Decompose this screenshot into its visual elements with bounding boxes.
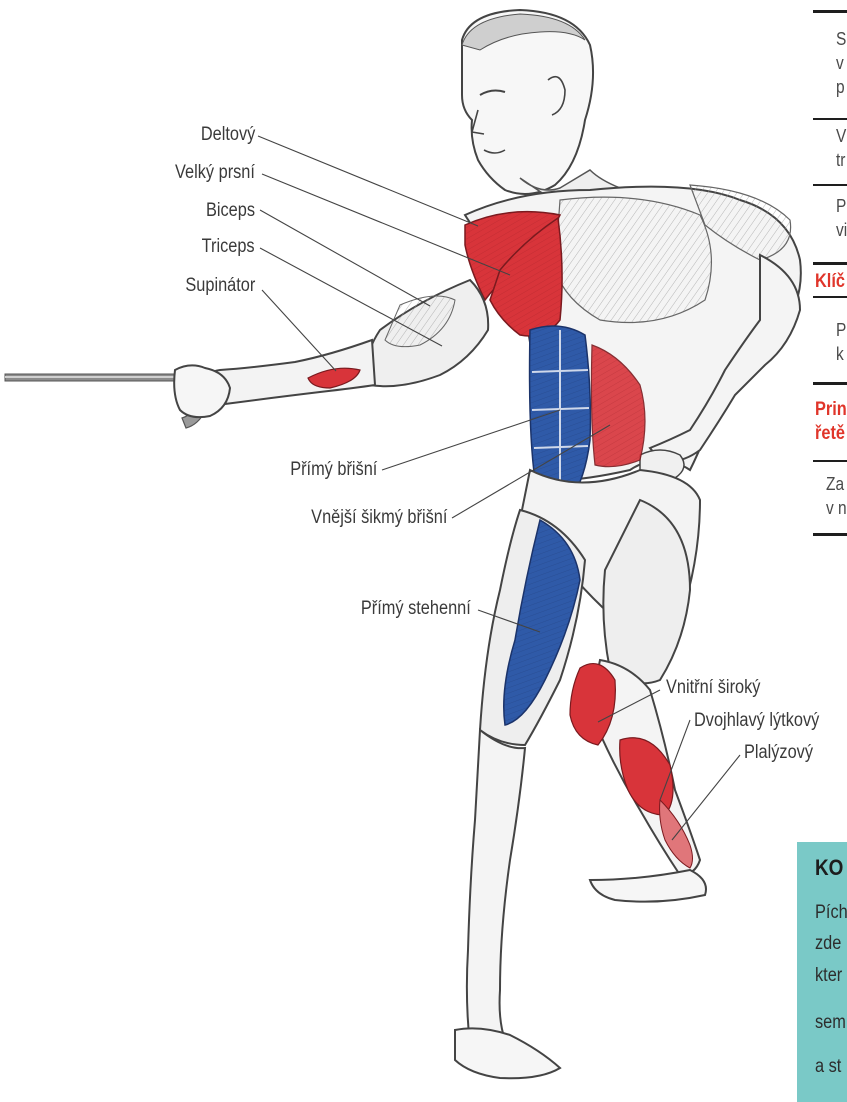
column-rule [813,184,847,186]
side-text-block-4: P k [836,318,846,366]
label-velky-prsni: Velký prsní [175,162,255,184]
column-rule [813,533,847,536]
column-rule [813,460,847,462]
column-rule [813,382,847,385]
tip-box-line: kter [815,965,842,987]
label-supinator: Supinátor [185,275,255,297]
tip-box-line: sem [815,1012,846,1034]
label-dvojhlavy-lytkovy: Dvojhlavý lýtkový [694,710,819,732]
column-rule [813,262,847,265]
head [462,10,593,194]
arm-left [174,280,488,417]
tip-box-line: zde [815,933,841,955]
side-text-block-1: S v p [836,27,846,99]
label-triceps: Triceps [202,236,255,258]
tip-box-title: KO [815,855,843,881]
label-biceps: Biceps [206,200,255,222]
column-rule [813,10,847,13]
label-vnitrni-siroky: Vnitřní široký [666,677,760,699]
leg-left [455,510,585,1078]
label-primy-stehenni: Přímý stehenní [361,598,471,620]
side-heading-klic: Klíč [815,270,845,294]
side-text-block-2: V tr [836,124,846,172]
column-rule [813,296,847,298]
tip-box-line: a st [815,1056,841,1078]
tip-box-line: Pích [815,902,847,924]
label-platyzovy: Plalýzový [744,742,813,764]
column-rule [813,118,847,120]
side-heading-princip: Prin řetě [815,398,847,446]
label-primy-brisni: Přímý břišní [290,459,377,481]
label-deltovy: Deltový [201,124,255,146]
label-vnejsi-sikmy-brisni: Vnější šikmý břišní [311,507,447,529]
side-text-block-3: P vi [836,194,847,242]
side-text-block-5: Za v n [826,472,847,520]
